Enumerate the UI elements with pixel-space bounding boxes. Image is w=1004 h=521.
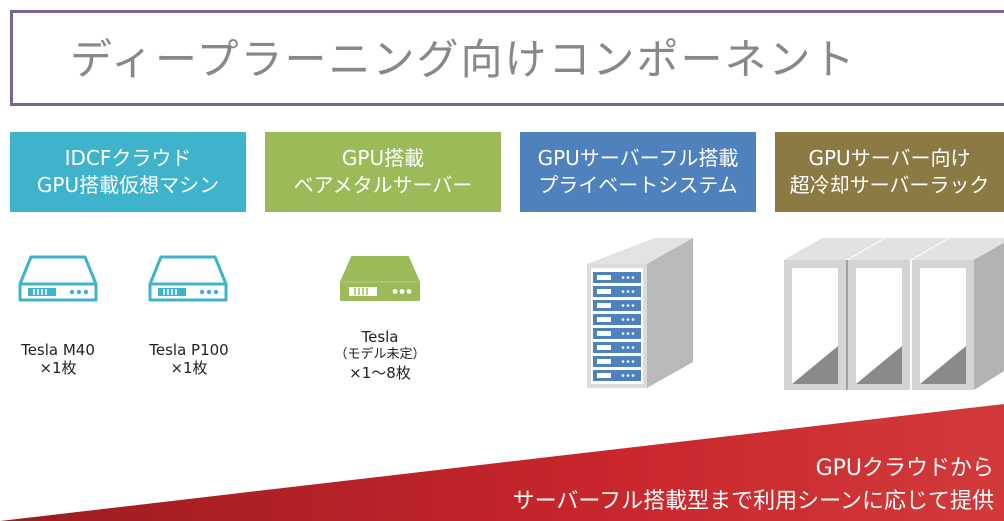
product-label-p100: Tesla P100 ×1枚 xyxy=(128,341,250,377)
server-rack-icon xyxy=(587,238,693,388)
banner-line2: サーバーフル搭載型まで利用シーンに応じて提供 xyxy=(512,489,994,514)
product-label-bare-metal: Tesla （モデル未定） ×1～8枚 xyxy=(310,328,450,382)
product-qty: ×1枚 xyxy=(39,359,77,377)
banner-line1: GPUクラウドから xyxy=(815,456,994,481)
category-cooling-rack: GPUサーバー向け 超冷却サーバーラック xyxy=(775,132,1004,212)
product-name: Tesla xyxy=(361,328,399,346)
category-cloud-vm: IDCFクラウド GPU搭載仮想マシン xyxy=(10,132,246,212)
product-qty: ×1～8枚 xyxy=(349,364,411,382)
product-note: （モデル未定） xyxy=(334,347,426,362)
page-title: ディープラーニング向けコンポーネント xyxy=(70,35,857,84)
category-private-system-line2: プライベートシステム xyxy=(538,173,738,197)
category-bare-metal-line2: ベアメタルサーバー xyxy=(293,173,473,197)
product-name: Tesla P100 xyxy=(149,341,229,359)
cooling-rack-icon xyxy=(784,238,1004,390)
category-cooling-rack-line1: GPUサーバー向け xyxy=(808,146,971,170)
category-cloud-vm-line1: IDCFクラウド xyxy=(64,146,192,170)
category-private-system-line1: GPUサーバーフル搭載 xyxy=(537,146,739,170)
server-filled-icon xyxy=(340,256,420,301)
title-frame xyxy=(10,10,1004,106)
category-private-system: GPUサーバーフル搭載 プライベートシステム xyxy=(520,132,756,212)
category-cooling-rack-line2: 超冷却サーバーラック xyxy=(789,173,990,197)
product-name: Tesla M40 xyxy=(21,341,95,359)
category-cloud-vm-line2: GPU搭載仮想マシン xyxy=(36,173,220,197)
product-label-m40: Tesla M40 ×1枚 xyxy=(2,341,114,377)
server-outline-icon xyxy=(148,255,228,302)
category-bare-metal-line1: GPU搭載 xyxy=(341,146,425,170)
server-outline-icon xyxy=(18,255,98,302)
category-bare-metal: GPU搭載 ベアメタルサーバー xyxy=(265,132,501,212)
product-qty: ×1枚 xyxy=(170,359,208,377)
